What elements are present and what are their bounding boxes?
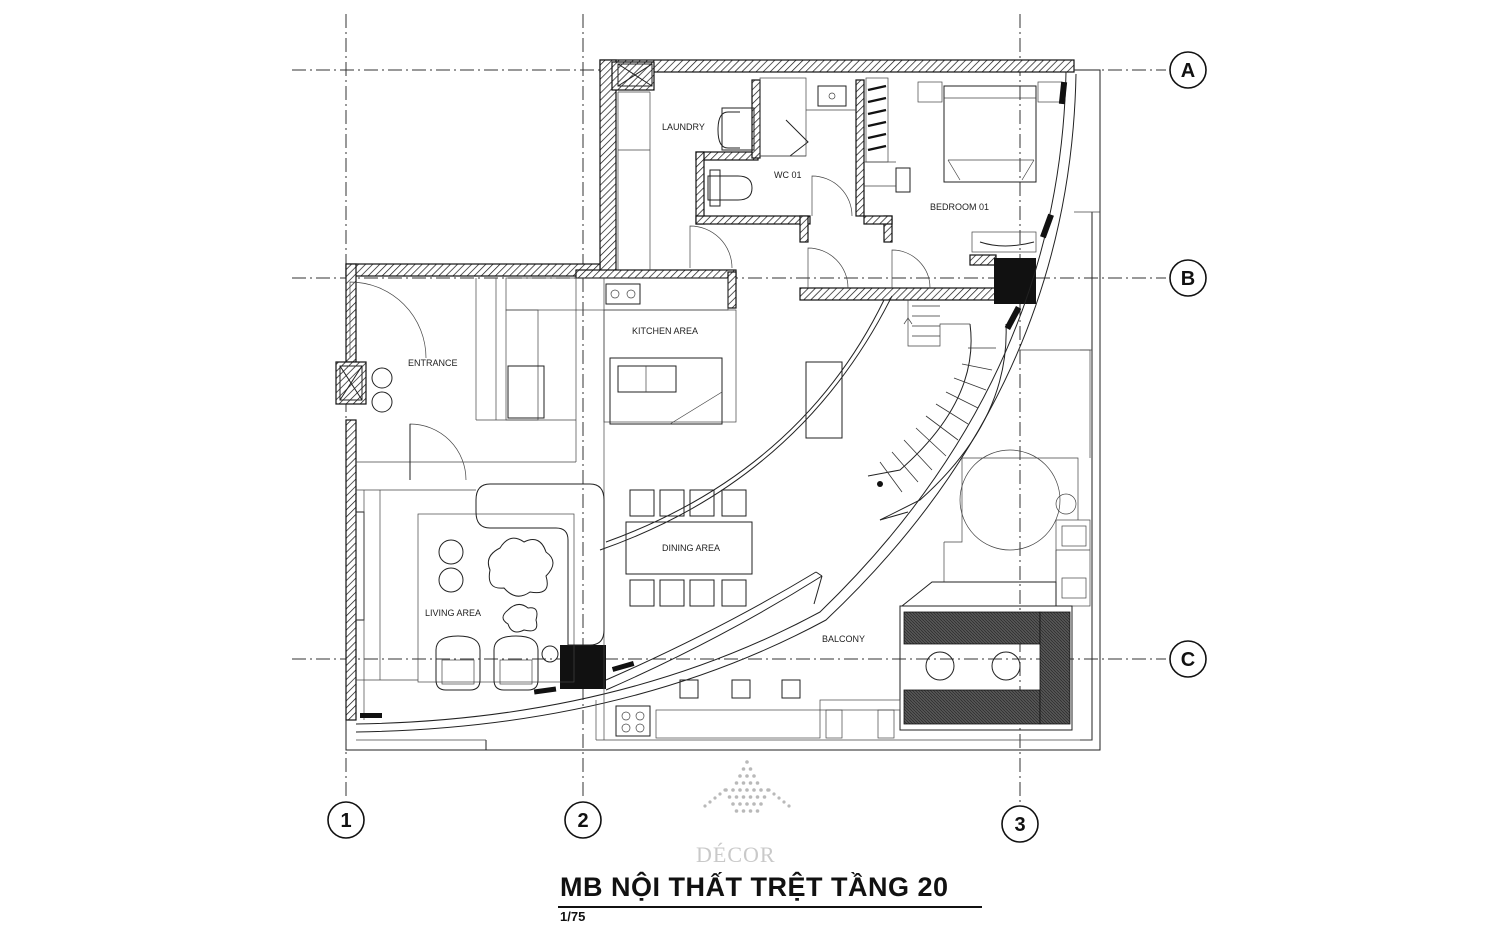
title-underline (558, 906, 982, 908)
kitchen-area (505, 277, 843, 439)
brand-name: DÉCOR (696, 842, 776, 867)
axis-label-col-3: 3 (1014, 814, 1025, 836)
room-label-wc: WC 01 (774, 170, 802, 180)
axis-label-row-c: C (1181, 649, 1195, 671)
axis-bubbles: A B C 1 2 3 (327, 51, 1207, 843)
dining-area (625, 489, 753, 607)
staircase (867, 300, 1007, 521)
balcony-area (615, 349, 1092, 741)
room-label-laundry: LAUNDRY (662, 122, 705, 132)
room-label-bedroom: BEDROOM 01 (930, 202, 989, 212)
room-label-living: LIVING AREA (425, 608, 481, 618)
axis-label-row-b: B (1181, 268, 1195, 290)
entrance-area (339, 309, 545, 421)
living-area (435, 537, 559, 691)
laundry-room (617, 63, 755, 270)
axis-label-row-a: A (1181, 60, 1195, 82)
axis-label-col-1: 1 (340, 810, 351, 832)
door-swings (349, 175, 931, 481)
wc-room (707, 77, 856, 207)
room-label-dining: DINING AREA (662, 543, 720, 553)
drawing-scale: 1/75 (560, 909, 586, 924)
grid-lines (292, 14, 1166, 802)
outline-lines (345, 69, 1101, 751)
room-label-kitchen: KITCHEN AREA (632, 326, 698, 336)
drawing-title: MB NỘI THẤT TRỆT TẦNG 20 (560, 872, 949, 902)
bedroom-room (864, 77, 1063, 253)
facade-windows (360, 81, 1068, 718)
room-label-balcony: BALCONY (822, 634, 865, 644)
diamond-dots-logo-icon (703, 760, 791, 813)
axis-label-col-2: 2 (577, 810, 588, 832)
room-label-entrance: ENTRANCE (408, 358, 458, 368)
